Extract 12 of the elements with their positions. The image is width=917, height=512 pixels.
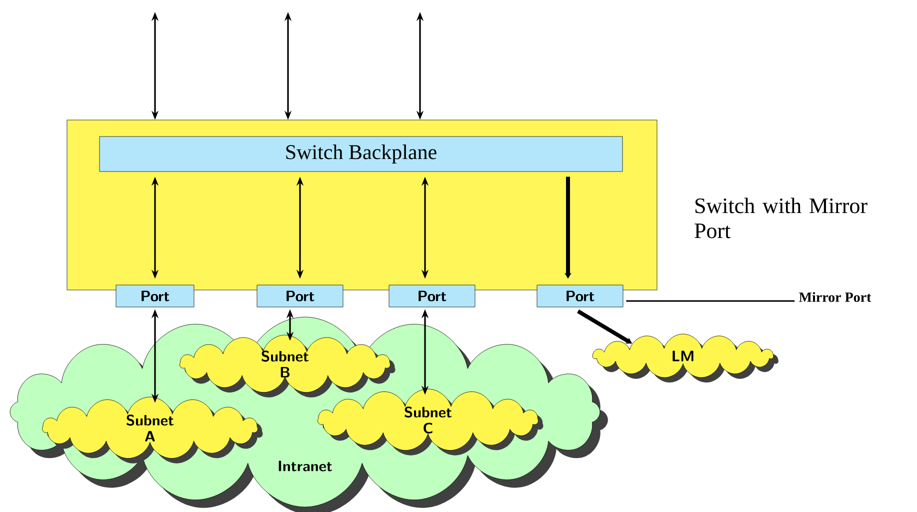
port-box: Port [256,284,344,308]
port-label: Mirror Port [799,292,872,302]
subnet-cloud: LM [592,334,778,383]
port-box: Port [116,284,194,308]
subnet-cloud: Subnet A [42,396,263,464]
port-box: Port [388,284,476,308]
node-label: Switch with Mirror Port [694,198,868,238]
port-box: Port [536,284,624,308]
leader-line [626,300,795,302]
subnet-cloud: Subnet C [318,388,544,456]
backplane-bar: Switch Backplane [99,136,623,172]
subnet-cloud: Subnet B [180,334,396,398]
